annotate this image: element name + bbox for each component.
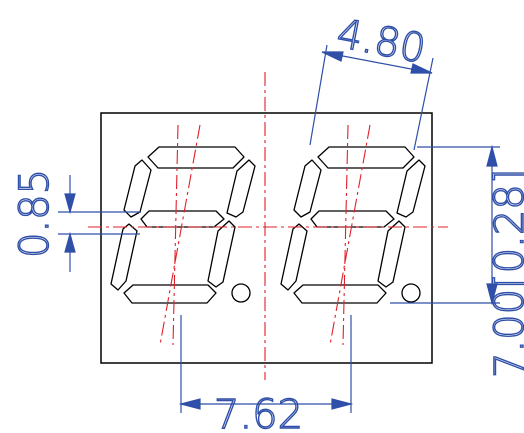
height-arrow-bottom bbox=[486, 283, 498, 306]
digit-2-segment-e bbox=[280, 223, 308, 291]
digit-2-slant-centerline-a bbox=[342, 124, 349, 346]
digit-1 bbox=[110, 146, 256, 304]
digit-1-segment-b bbox=[226, 159, 256, 218]
width-dimension-text: 7.62 bbox=[214, 392, 303, 433]
package-outline bbox=[100, 112, 433, 364]
digit-1-segment-c bbox=[207, 220, 236, 288]
pitch-dimension-text: 4.80 bbox=[333, 11, 429, 73]
segment-width-dimension-text: 0.85 bbox=[12, 169, 58, 258]
digit-2-slant-centerline-b bbox=[329, 124, 371, 346]
digit-2 bbox=[280, 146, 426, 304]
dimension-lines bbox=[58, 44, 500, 413]
width-arrow-left bbox=[178, 398, 201, 410]
digit-1-slant-centerline-b bbox=[159, 124, 201, 346]
width-arrow-right bbox=[331, 398, 354, 410]
centerlines bbox=[88, 72, 448, 380]
digit-1-segment-f bbox=[123, 159, 152, 218]
digit-1-segment-a bbox=[147, 146, 245, 169]
digit-1-segment-e bbox=[110, 223, 138, 291]
digit-1-segment-d bbox=[123, 284, 217, 304]
segment-width-arrow-top bbox=[64, 193, 76, 215]
digit-2-segment-b bbox=[396, 159, 426, 218]
digit-2-segment-f bbox=[293, 159, 322, 218]
pitch-extension-left bbox=[309, 44, 328, 146]
pitch-arrow-right bbox=[410, 63, 433, 74]
digit-2-segment-c bbox=[377, 220, 406, 288]
pitch-arrow-left bbox=[321, 51, 344, 62]
height-arrow-top bbox=[486, 144, 498, 167]
digit-1-slant-centerline-a bbox=[172, 124, 179, 346]
digit-2-segment-a bbox=[317, 146, 415, 169]
digit-2-decimal-point bbox=[401, 283, 421, 303]
digit-2-segment-d bbox=[293, 284, 387, 304]
digit-1-decimal-point bbox=[231, 283, 251, 303]
segment-width-arrow-bottom bbox=[64, 231, 76, 253]
height-dimension-text: 7.00[0.28] bbox=[487, 169, 524, 378]
